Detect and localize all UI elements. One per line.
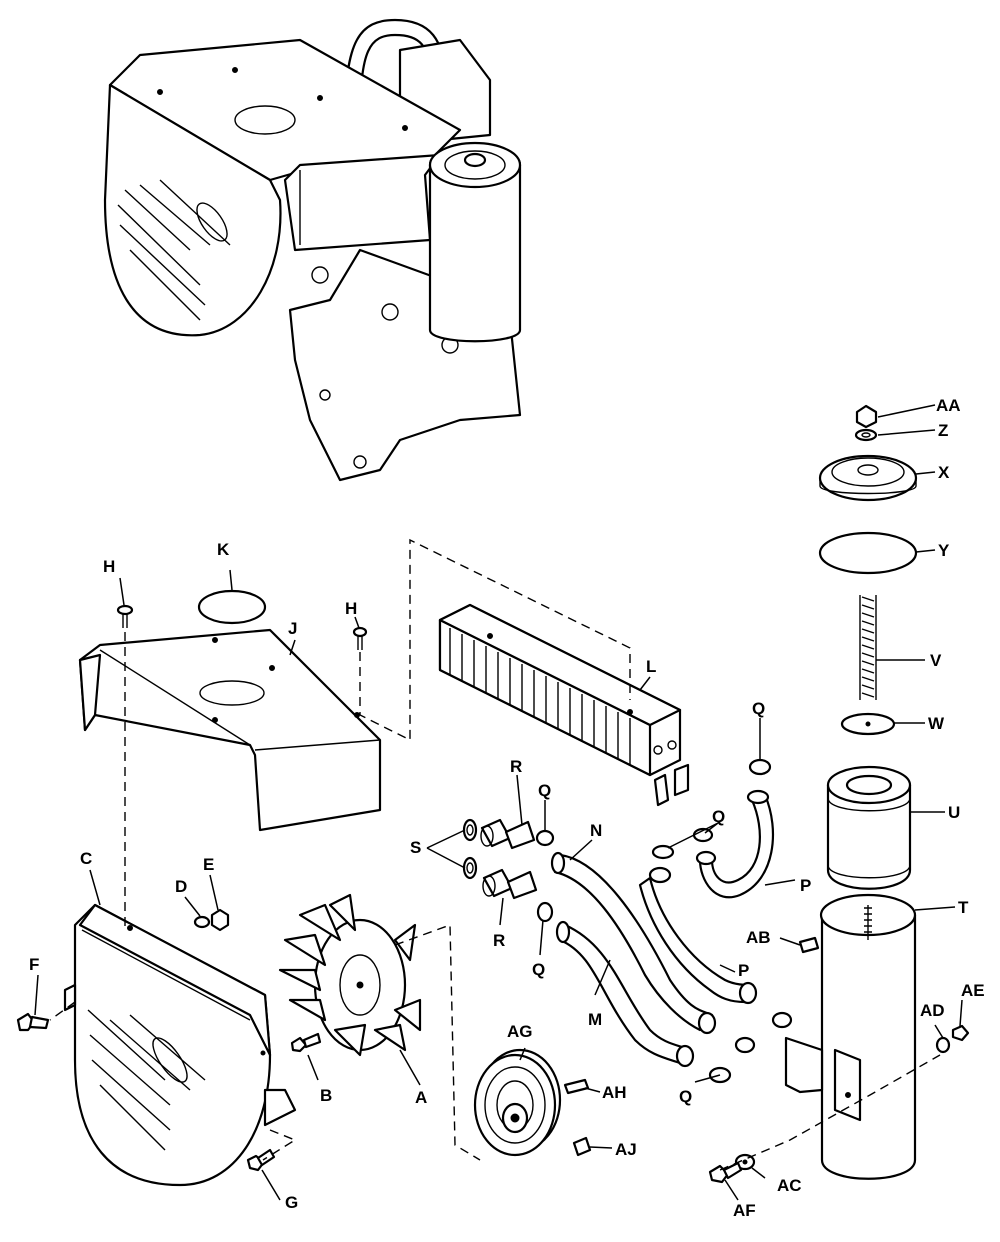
label-x: X [938,463,950,482]
label-h-left: H [103,557,115,576]
label-f: F [29,955,39,974]
label-s: S [410,838,421,857]
screw-h-right [352,626,368,650]
fitting-r-upper [480,818,536,850]
pulley-ag [473,1048,562,1157]
clamp-q-1 [535,829,555,847]
assembled-unit-view [103,18,522,482]
hose-n [550,851,717,1035]
heat-exchanger-l [438,603,690,807]
label-q-5: Q [679,1087,692,1106]
label-af: AF [733,1201,756,1220]
label-g: G [285,1193,298,1212]
canister-t [784,893,917,1180]
label-ag: AG [507,1022,533,1041]
label-ah: AH [602,1083,627,1102]
label-b: B [320,1086,332,1105]
plate-w [840,712,896,736]
label-z: Z [938,421,948,440]
nut-ae [951,1024,970,1042]
fan-a [278,893,422,1057]
label-k: K [217,540,230,559]
label-e: E [203,855,214,874]
label-m: M [588,1010,602,1029]
label-ac: AC [777,1176,802,1195]
label-a: A [415,1088,427,1107]
label-j: J [288,619,297,638]
label-n: N [590,821,602,840]
label-ab: AB [746,928,771,947]
bolt-f [16,1012,50,1032]
screw-h-left [116,604,134,628]
setscrew-aj [572,1136,592,1157]
label-ad: AD [920,1001,945,1020]
key-ah [563,1078,590,1095]
label-q-1: Q [538,781,551,800]
clamp-q-5 [708,1011,793,1084]
label-t: T [958,898,969,917]
label-ae: AE [961,981,985,1000]
plug-ab [798,936,820,954]
blower-housing-c [63,903,297,1187]
hose-p-upper [695,789,775,899]
label-v: V [930,651,942,670]
washer-z [854,428,878,442]
plug-k [197,589,267,625]
cover-plate-j [78,628,382,832]
label-r-lower: R [493,931,505,950]
clamp-q-3 [748,758,772,776]
label-u: U [948,803,960,822]
seal-s-upper [462,818,478,842]
filter-element-u [826,765,912,890]
bolt-af [708,1161,743,1184]
label-q-2: Q [532,960,545,979]
bolt-b [290,1032,322,1053]
label-w: W [928,714,945,733]
washer-ad [935,1036,951,1054]
label-p-upper: P [800,876,811,895]
label-h-right: H [345,599,357,618]
o-ring-y [818,531,918,575]
callout-labels: K H H J L C D E F G B A S R R Q Q Q Q Q … [29,396,985,1220]
label-p-lower: P [738,961,749,980]
seal-s-lower [462,856,478,880]
fitting-r-lower [482,868,538,900]
label-q-4: Q [712,807,725,826]
nut-aa [855,404,878,429]
label-q-3: Q [752,699,765,718]
label-aa: AA [936,396,961,415]
label-c: C [80,849,92,868]
label-y: Y [938,541,950,560]
hose-p-lower [638,866,758,1005]
nut-e [210,908,230,932]
label-l: L [646,657,656,676]
clamp-q-4 [651,827,714,860]
label-d: D [175,877,187,896]
label-aj: AJ [615,1140,637,1159]
washer-d [193,915,211,929]
washer-ac [734,1153,756,1171]
bolt-g [246,1148,276,1172]
spring-v [859,595,877,700]
cover-x [818,454,918,502]
leader-lines [34,404,963,1201]
clamp-q-2 [536,901,554,923]
label-r-upper: R [510,757,522,776]
assembly-guide-lines [49,538,941,1171]
